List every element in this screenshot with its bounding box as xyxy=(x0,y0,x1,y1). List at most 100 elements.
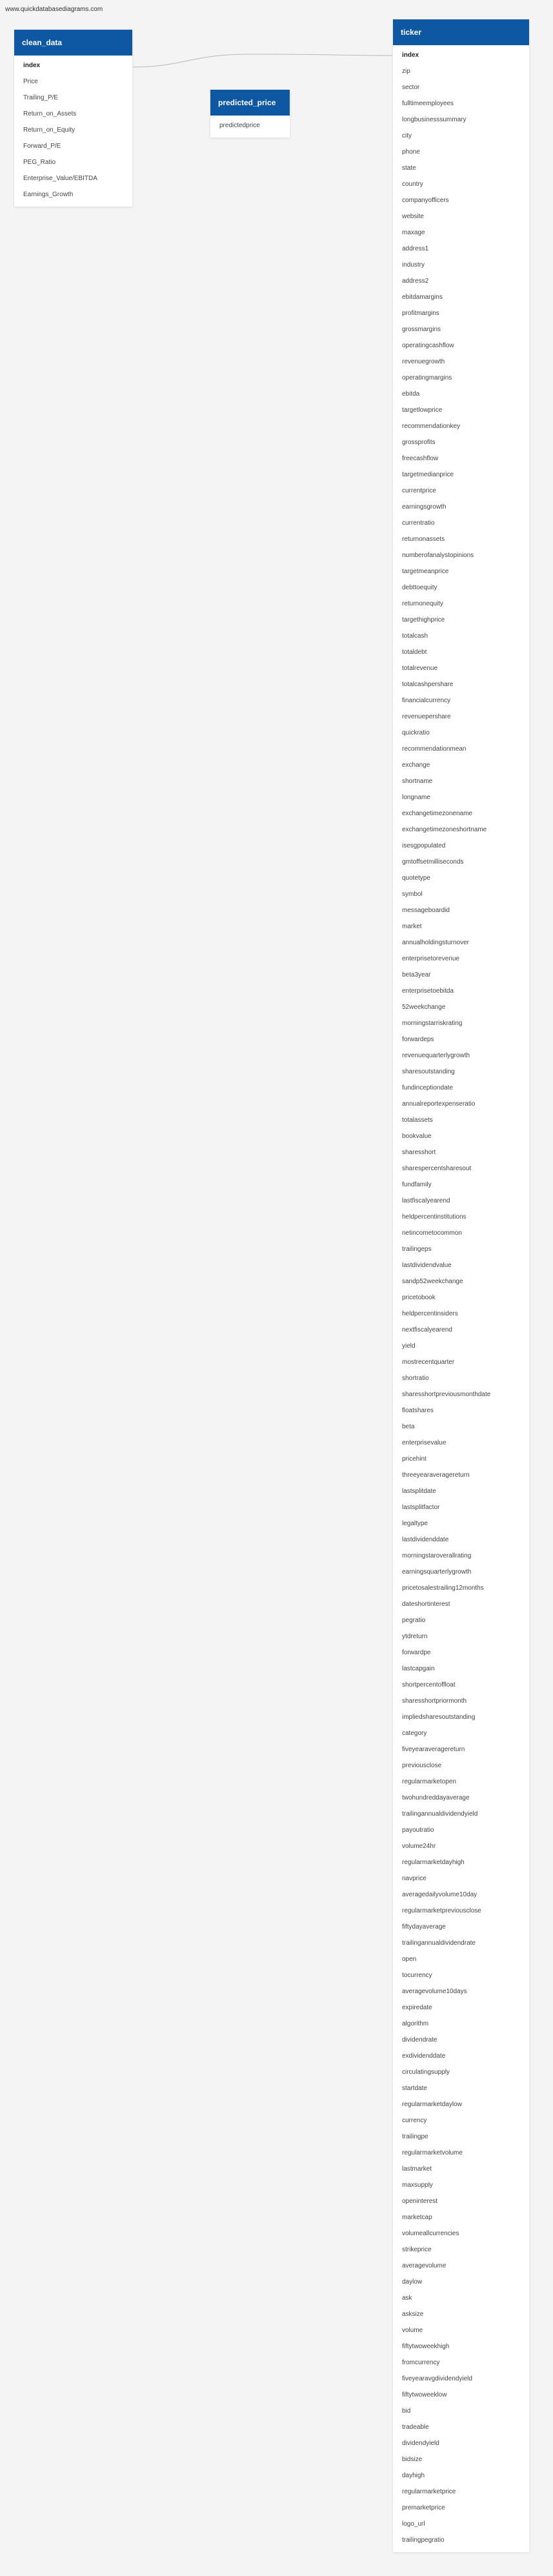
table-field: grossprofits xyxy=(402,439,436,446)
table-field: recommendationmean xyxy=(402,745,467,753)
table-field: ytdreturn xyxy=(402,1633,428,1640)
table-field: quickratio xyxy=(402,729,430,736)
relationship-line-clean-data-to-ticker xyxy=(132,54,393,68)
table-field: fromcurrency xyxy=(402,2359,440,2366)
table-field: strikeprice xyxy=(402,2246,432,2253)
table-field: twohundreddayaverage xyxy=(402,1794,470,1801)
table-field: pricehint xyxy=(402,1455,427,1463)
table-field: regularmarketprice xyxy=(402,2488,456,2495)
table-field: expiredate xyxy=(402,2004,432,2011)
table-field: targetlowprice xyxy=(402,407,443,414)
table-field: navprice xyxy=(402,1875,427,1882)
table-field: mostrecentquarter xyxy=(402,1359,455,1366)
table-field: marketcap xyxy=(402,2214,432,2221)
table-field: recommendationkey xyxy=(402,423,461,430)
table-field: sharesoutstanding xyxy=(402,1068,455,1075)
table-field: legaltype xyxy=(402,1520,428,1527)
table-field: trailingannualdividendyield xyxy=(402,1810,478,1818)
table-field: dividendyield xyxy=(402,2440,439,2447)
table-field: fundfamily xyxy=(402,1181,432,1188)
table-clean-data-title[interactable]: clean_data xyxy=(14,30,132,56)
table-field: operatingcashflow xyxy=(402,342,454,349)
table-field: lastcapgain xyxy=(402,1665,435,1672)
table-field: previousclose xyxy=(402,1762,442,1769)
table-field: lastdividendvalue xyxy=(402,1262,452,1269)
table-field: totalcashpershare xyxy=(402,681,454,688)
table-field: index xyxy=(402,52,419,59)
table-field: fiveyearavgdividendyield xyxy=(402,2375,472,2382)
table-field: beta3year xyxy=(402,971,431,979)
table-field: market xyxy=(402,923,422,930)
table-field: shortpercentoffloat xyxy=(402,1681,456,1689)
table-field: exdividenddate xyxy=(402,2053,446,2060)
table-field: address1 xyxy=(402,245,429,252)
table-field: operatingmargins xyxy=(402,374,452,381)
table-field: ebitdamargins xyxy=(402,294,443,301)
table-field: totalcash xyxy=(402,633,428,640)
table-field: dayhigh xyxy=(402,2472,425,2479)
table-field: volumeallcurrencies xyxy=(402,2230,459,2237)
table-field: trailingannualdividendrate xyxy=(402,1940,476,1947)
table-field: startdate xyxy=(402,2085,427,2092)
table-field: heldpercentinsiders xyxy=(402,1310,458,1317)
table-field: totalassets xyxy=(402,1117,433,1124)
table-field: industry xyxy=(402,261,425,269)
table-field: pricetobook xyxy=(402,1294,436,1301)
table-field: grossmargins xyxy=(402,326,441,333)
table-field: exchangetimezoneshortname xyxy=(402,826,487,833)
table-field: premarketprice xyxy=(402,2504,445,2511)
table-field: symbol xyxy=(402,891,423,898)
table-field: sharesshortpreviousmonthdate xyxy=(402,1391,491,1398)
table-field: sharesshort xyxy=(402,1149,436,1156)
table-field: PEG_Ratio xyxy=(23,159,56,166)
table-field: Return_on_Equity xyxy=(23,127,75,134)
table-field: sandp52weekchange xyxy=(402,1278,463,1285)
table-field: 52weekchange xyxy=(402,1004,446,1011)
table-field: bid xyxy=(402,2408,411,2415)
table-field: sharespercentsharesout xyxy=(402,1165,472,1172)
table-field: country xyxy=(402,181,423,188)
table-field: Price xyxy=(23,78,38,85)
table-field: asksize xyxy=(402,2311,424,2318)
table-field: forwardeps xyxy=(402,1036,434,1043)
table-field: Earnings_Growth xyxy=(23,191,74,198)
table-field: enterprisetoebitda xyxy=(402,988,454,995)
table-field: targetmedianprice xyxy=(402,471,454,478)
table-field: daylow xyxy=(402,2278,423,2286)
table-field: currency xyxy=(402,2117,427,2124)
table-field: regularmarketdayhigh xyxy=(402,1859,465,1866)
table-field: bookvalue xyxy=(402,1133,432,1140)
table-field: revenuequarterlygrowth xyxy=(402,1052,470,1059)
table-field: fiftytwoweeklow xyxy=(402,2391,447,2399)
table-field: totalrevenue xyxy=(402,665,438,672)
table-field: website xyxy=(402,213,424,220)
table-field: currentprice xyxy=(402,487,436,494)
table-field: longbusinesssummary xyxy=(402,116,467,123)
table-field: fundinceptiondate xyxy=(402,1084,453,1091)
table-ticker-title[interactable]: ticker xyxy=(393,19,529,45)
table-field: algorithm xyxy=(402,2020,429,2027)
table-field: companyofficers xyxy=(402,197,449,204)
watermark-text: www.quickdatabasediagrams.com xyxy=(5,6,103,13)
table-field: earningsquarterlygrowth xyxy=(402,1568,472,1576)
table-predicted-price[interactable]: predicted_price predictedprice xyxy=(210,90,290,137)
table-field: predictedprice xyxy=(219,122,260,129)
table-field: lastfiscalyearend xyxy=(402,1197,450,1204)
table-field: trailingpe xyxy=(402,2133,428,2140)
table-field: state xyxy=(402,165,416,172)
table-field: regularmarketopen xyxy=(402,1778,456,1785)
table-field: beta xyxy=(402,1423,415,1430)
table-field: morningstaroverallrating xyxy=(402,1552,472,1559)
table-field: shortratio xyxy=(402,1375,429,1382)
table-field: index xyxy=(23,62,41,69)
table-predicted-price-title[interactable]: predicted_price xyxy=(210,90,290,116)
table-field: category xyxy=(402,1730,427,1737)
table-field: quotetype xyxy=(402,875,430,882)
table-field: ask xyxy=(402,2295,412,2302)
table-field: pegratio xyxy=(402,1617,426,1624)
table-field: fiftydayaverage xyxy=(402,1923,446,1931)
table-field: floatshares xyxy=(402,1407,434,1414)
